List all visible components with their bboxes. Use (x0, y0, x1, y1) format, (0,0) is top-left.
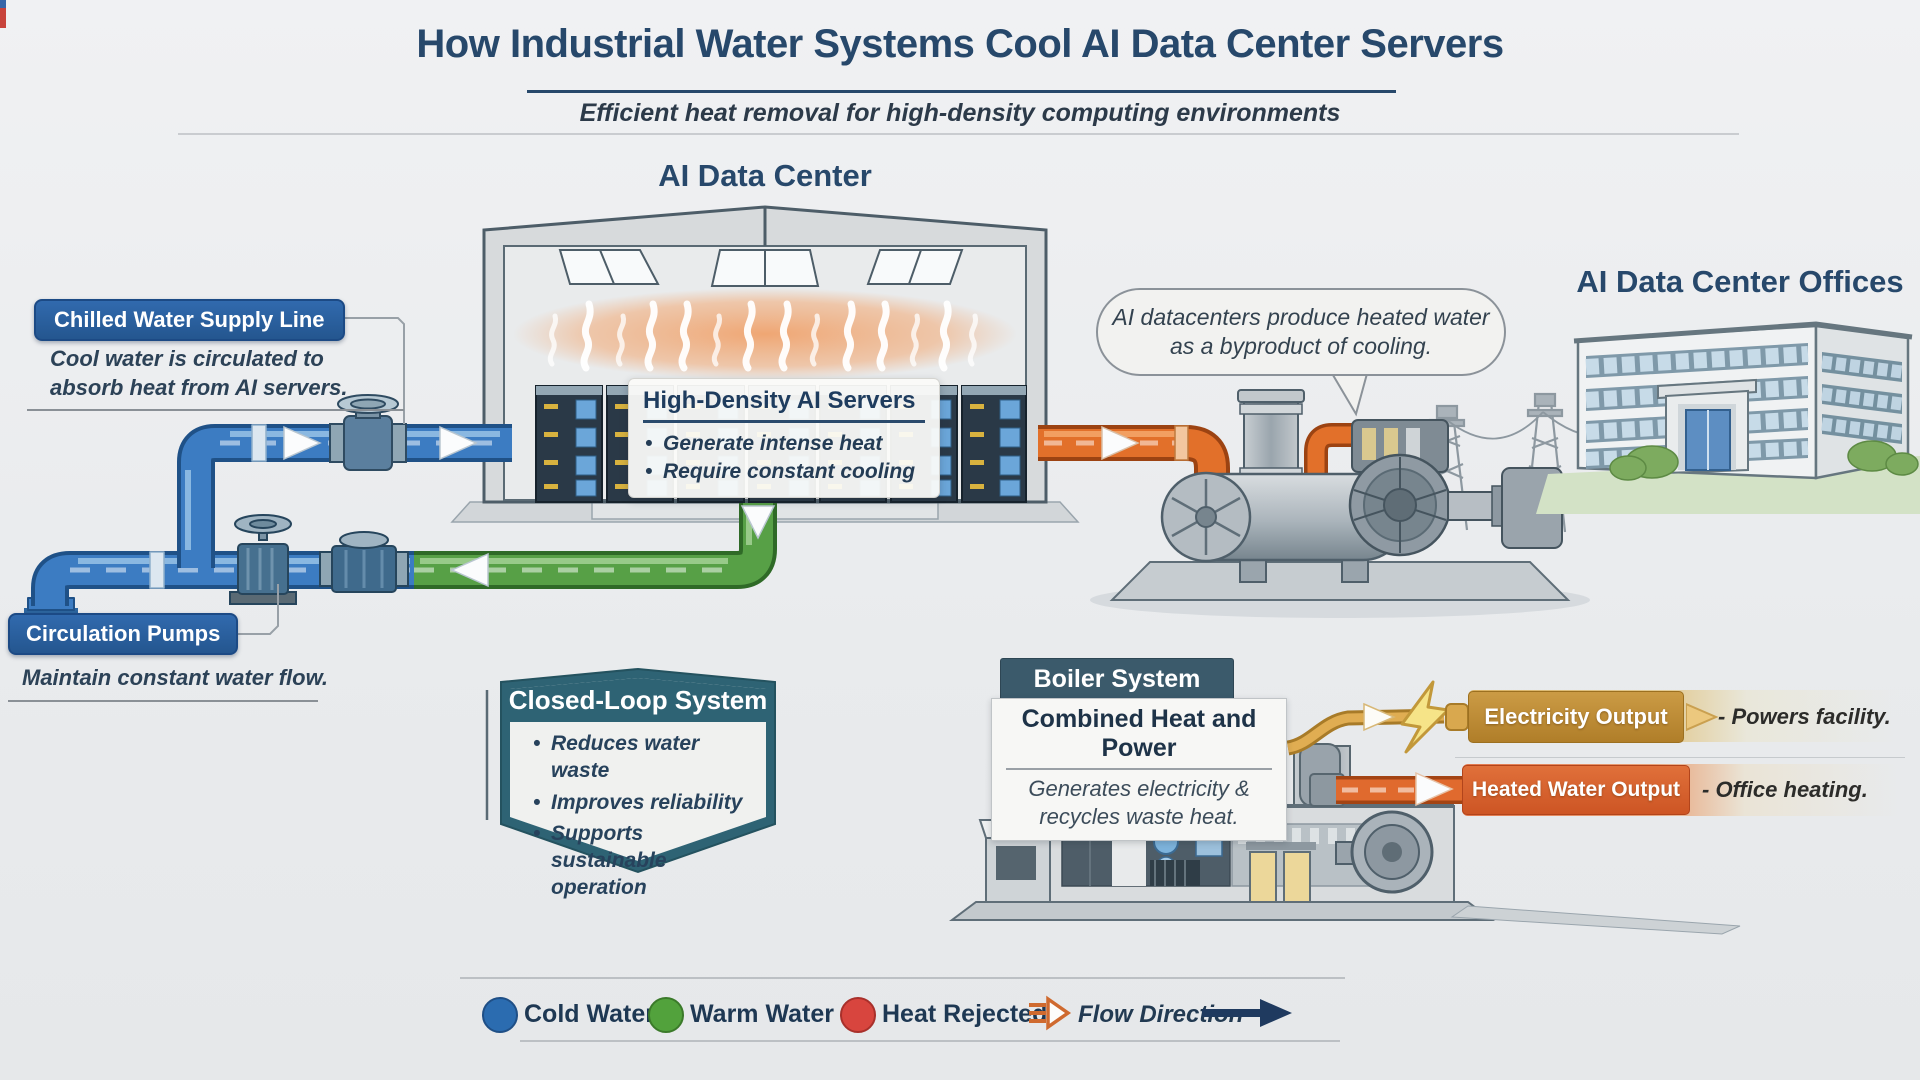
chilled-water-description: Cool water is circulated to absorb heat … (50, 346, 348, 401)
circulation-pump-icon (229, 514, 297, 605)
office-building (1536, 321, 1920, 514)
boiler-card-rule (1006, 768, 1272, 770)
ceiling-lights (558, 249, 964, 287)
offices-heading: AI Data Center Offices (1576, 264, 1904, 299)
title-underline (527, 90, 1396, 93)
page-title: How Industrial Water Systems Cool AI Dat… (416, 22, 1504, 66)
page-subtitle: Efficient heat removal for high-density … (579, 99, 1341, 127)
heat-glow (513, 288, 1017, 380)
lightning-bolt-icon (1400, 680, 1450, 754)
header-divider (178, 133, 1739, 135)
server-rack-icon (961, 385, 1027, 503)
boiler-system-card: Combined Heat and Power Generates electr… (991, 698, 1287, 841)
heated-water-callout: AI datacenters produce heated water as a… (1096, 288, 1506, 376)
heated-water-output-label: Heated Water Output (1462, 765, 1690, 815)
solid-arrow-icon (1202, 999, 1292, 1027)
screen-edge-artifact (0, 0, 6, 8)
heat-rejected-pipe (1038, 423, 1352, 506)
circulation-pumps-label: Circulation Pumps (8, 613, 239, 655)
heated-water-line (1309, 771, 1466, 807)
heat-rejected-dot-icon (840, 997, 876, 1033)
chilled-water-label: Chilled Water Supply Line (34, 299, 345, 341)
datacenter-heading: AI Data Center (658, 158, 872, 193)
speech-bubble-tail (1328, 369, 1370, 417)
electricity-output-note: - Powers facility. (1718, 704, 1891, 729)
boiler-system-header: Boiler System (1000, 658, 1234, 700)
servers-card-bullet: Generate intense heat (643, 430, 925, 459)
legend-top-line (460, 977, 1345, 979)
servers-card-bullet: Require constant cooling (643, 458, 925, 487)
legend-heat-rejected: Heat Rejected (882, 1000, 1048, 1028)
electricity-arrow-icon (1686, 702, 1719, 732)
pipe-flow-arrows (283, 425, 776, 588)
heat-exchanger-machinery (1090, 389, 1590, 618)
closed-loop-bullet: Supports sustainable operation (531, 820, 763, 902)
boiler-card-description: Generates electricity & recycles waste h… (1028, 776, 1250, 829)
electricity-output-label: Electricity Output (1468, 691, 1684, 743)
valve-icon (329, 394, 407, 471)
heated-water-output-note: - Office heating. (1702, 777, 1868, 802)
circulation-pumps-underline (8, 700, 318, 702)
heat-wave-icon (547, 300, 979, 372)
closed-loop-bullet: Improves reliability (531, 789, 763, 817)
cold-water-pipe (24, 424, 512, 615)
closed-loop-shield: Closed-Loop System Reduces water waste I… (495, 666, 781, 899)
high-density-servers-card: High-Density AI Servers Generate intense… (628, 378, 940, 498)
closed-loop-title: Closed-Loop System (508, 685, 768, 715)
screen-edge-artifact (0, 8, 6, 28)
servers-card-title: High-Density AI Servers (643, 387, 916, 414)
circulation-pump-icon (319, 531, 409, 593)
electricity-line (1286, 680, 1469, 756)
cold-water-dot-icon (482, 997, 518, 1033)
servers-card-rule (643, 420, 925, 423)
chilled-water-underline (27, 409, 404, 411)
flow-direction-arrow-icon (1029, 995, 1072, 1031)
boiler-card-title: Combined Heat and Power (1021, 705, 1257, 762)
warm-water-pipe (414, 503, 777, 589)
warm-water-dot-icon (648, 997, 684, 1033)
legend-cold-water: Cold Water (524, 1000, 656, 1028)
circulation-pumps-description: Maintain constant water flow. (22, 665, 328, 690)
closed-loop-bullet: Reduces water waste (531, 730, 763, 785)
output-row-divider (1455, 757, 1905, 758)
server-rack-icon (535, 385, 603, 503)
legend-warm-water: Warm Water (690, 1000, 835, 1028)
bushes (1609, 440, 1919, 481)
legend-bottom-line (520, 1040, 1340, 1042)
